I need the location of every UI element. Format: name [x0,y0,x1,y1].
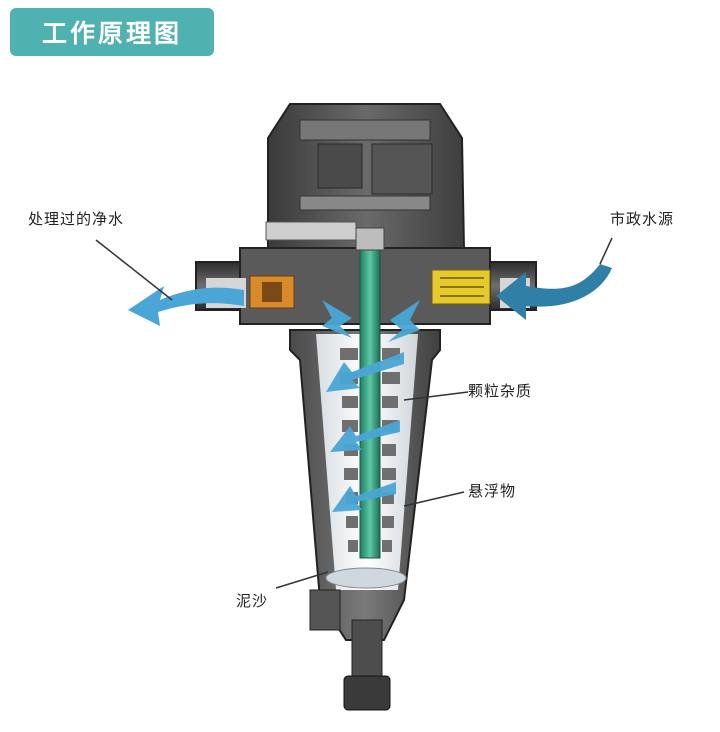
inlet-fitting [431,269,491,305]
internal-flow-arrows [322,300,420,512]
outlet-flow-arrow [128,286,244,326]
filter-head [265,103,466,251]
label-municipal-water: 市政水源 [610,210,675,228]
label-treated-water: 处理过的净水 [28,210,125,228]
filter-rod [355,227,385,559]
label-particles: 颗粒杂质 [468,382,533,400]
outlet-fitting [249,275,295,309]
leader-lines [95,237,613,589]
label-sediment: 泥沙 [236,592,269,610]
diagram-title: 工作原理图 [10,8,214,56]
label-suspended: 悬浮物 [468,482,517,500]
sediment-area [309,567,407,711]
inlet-flow-arrow [496,264,612,320]
